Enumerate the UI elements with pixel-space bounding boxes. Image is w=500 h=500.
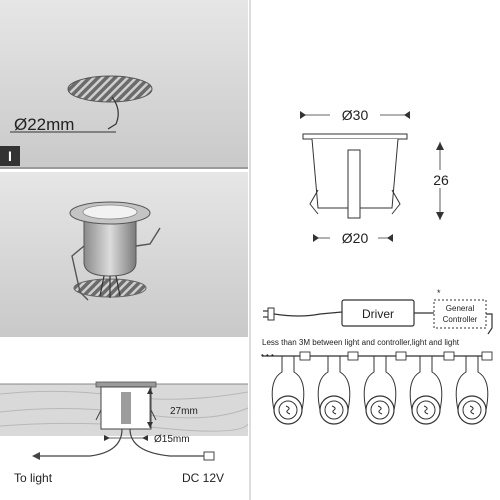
panel-drill-hole: Ø22mm I	[0, 0, 248, 169]
top-width-label: Ø30	[342, 107, 369, 123]
mains-plug	[267, 307, 275, 321]
svg-text:• • •: • • •	[261, 351, 274, 360]
controller-label-line2: Controller	[443, 315, 478, 324]
depth-label: 27mm	[170, 406, 198, 417]
center-tab	[347, 149, 361, 219]
flange-outline	[302, 133, 408, 140]
dc-plug	[203, 451, 215, 461]
panel-wiring: Driver * General Controller Less than 3M…	[261, 288, 493, 425]
hole-diameter-label: Ø22mm	[14, 115, 74, 134]
bottom-width-label: Ø20	[342, 230, 369, 246]
cable-to-light	[40, 428, 123, 457]
panel-installed-section: 27mm Ø15mm To light DC 12V	[0, 340, 249, 500]
height-label: 26	[433, 172, 449, 188]
light-body	[83, 217, 137, 277]
panel-insert-light	[0, 172, 248, 337]
panel-product-dimensions: Ø30 26 Ø20	[300, 106, 452, 246]
diameter-label: Ø15mm	[154, 434, 190, 445]
light-units	[271, 356, 489, 425]
step-marker-badge	[0, 146, 20, 166]
svg-text:*: *	[437, 288, 441, 298]
cable-to-power	[129, 428, 204, 457]
light-unit	[409, 356, 443, 425]
installed-flange	[95, 381, 157, 388]
light-unit	[271, 356, 305, 425]
to-light-label: To light	[14, 471, 53, 485]
light-unit	[317, 356, 351, 425]
leader-line	[107, 96, 119, 130]
light-unit	[455, 356, 489, 425]
light-unit	[363, 356, 397, 425]
controller-box	[433, 299, 487, 329]
hole-opening	[67, 75, 153, 103]
driver-label: Driver	[362, 307, 394, 321]
spring-clip-left	[71, 245, 89, 301]
power-label: DC 12V	[182, 471, 224, 485]
spring-clip-right	[135, 227, 161, 247]
controller-label-line1: General	[446, 304, 475, 313]
distance-note: Less than 3M between light and controlle…	[262, 338, 460, 347]
step-marker-label: I	[8, 148, 12, 164]
